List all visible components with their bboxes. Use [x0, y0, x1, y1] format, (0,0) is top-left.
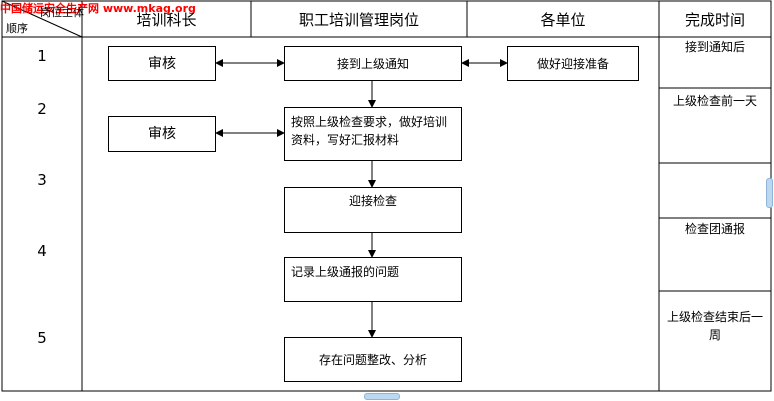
step-prepare: 做好迎接准备 — [507, 46, 639, 81]
step-record-issues: 记录上级通报的问题 — [284, 257, 462, 302]
step-audit-1-label: 审核 — [148, 55, 176, 72]
step-record-issues-label: 记录上级通报的问题 — [291, 265, 400, 279]
corner-label-top: 岗位主体 — [40, 6, 84, 19]
watermark-text: 中国储运安全生产网 www.mkag.org — [0, 2, 196, 15]
bottom-edge-handle[interactable] — [364, 393, 400, 400]
step-audit-2: 审核 — [108, 116, 216, 152]
step-receive-notice-label: 接到上级通知 — [336, 56, 409, 71]
step-audit-2-label: 审核 — [148, 126, 176, 142]
sequence-4: 4 — [37, 242, 47, 260]
step-prepare-label: 做好迎接准备 — [536, 56, 609, 71]
step-rectify-analyze-label: 存在问题整改、分析 — [318, 352, 427, 367]
step-receive-notice: 接到上级通知 — [284, 46, 462, 81]
step-prepare-materials-label: 按照上级检查要求，做好培训资料，写好汇报材料 — [291, 115, 448, 147]
column-header-training-post: 职工培训管理岗位 — [298, 10, 419, 29]
column-header-units: 各单位 — [540, 10, 586, 29]
sequence-2: 2 — [37, 100, 47, 118]
step-rectify-analyze: 存在问题整改、分析 — [284, 337, 462, 382]
column-header-deadline: 完成时间 — [684, 10, 745, 29]
step-prepare-materials: 按照上级检查要求，做好培训资料，写好汇报材料 — [284, 107, 462, 161]
step-audit-1: 审核 — [108, 46, 216, 81]
deadline-day-before: 上级检查前一天 — [672, 94, 757, 108]
sequence-1: 1 — [37, 47, 47, 65]
step-welcome-inspection-label: 迎接检查 — [348, 194, 397, 208]
sequence-3: 3 — [37, 171, 47, 189]
deadline-team-report: 检查团通报 — [684, 222, 745, 236]
right-edge-handle[interactable] — [766, 178, 773, 208]
column-header-training-chief: 培训科长 — [136, 10, 197, 29]
deadline-week-after: 上级检查结束后一周 — [666, 310, 763, 342]
deadline-after-notice: 接到通知后 — [684, 40, 745, 54]
sequence-5: 5 — [37, 329, 47, 347]
step-welcome-inspection: 迎接检查 — [284, 187, 462, 233]
corner-label-bottom: 顺序 — [6, 22, 28, 35]
